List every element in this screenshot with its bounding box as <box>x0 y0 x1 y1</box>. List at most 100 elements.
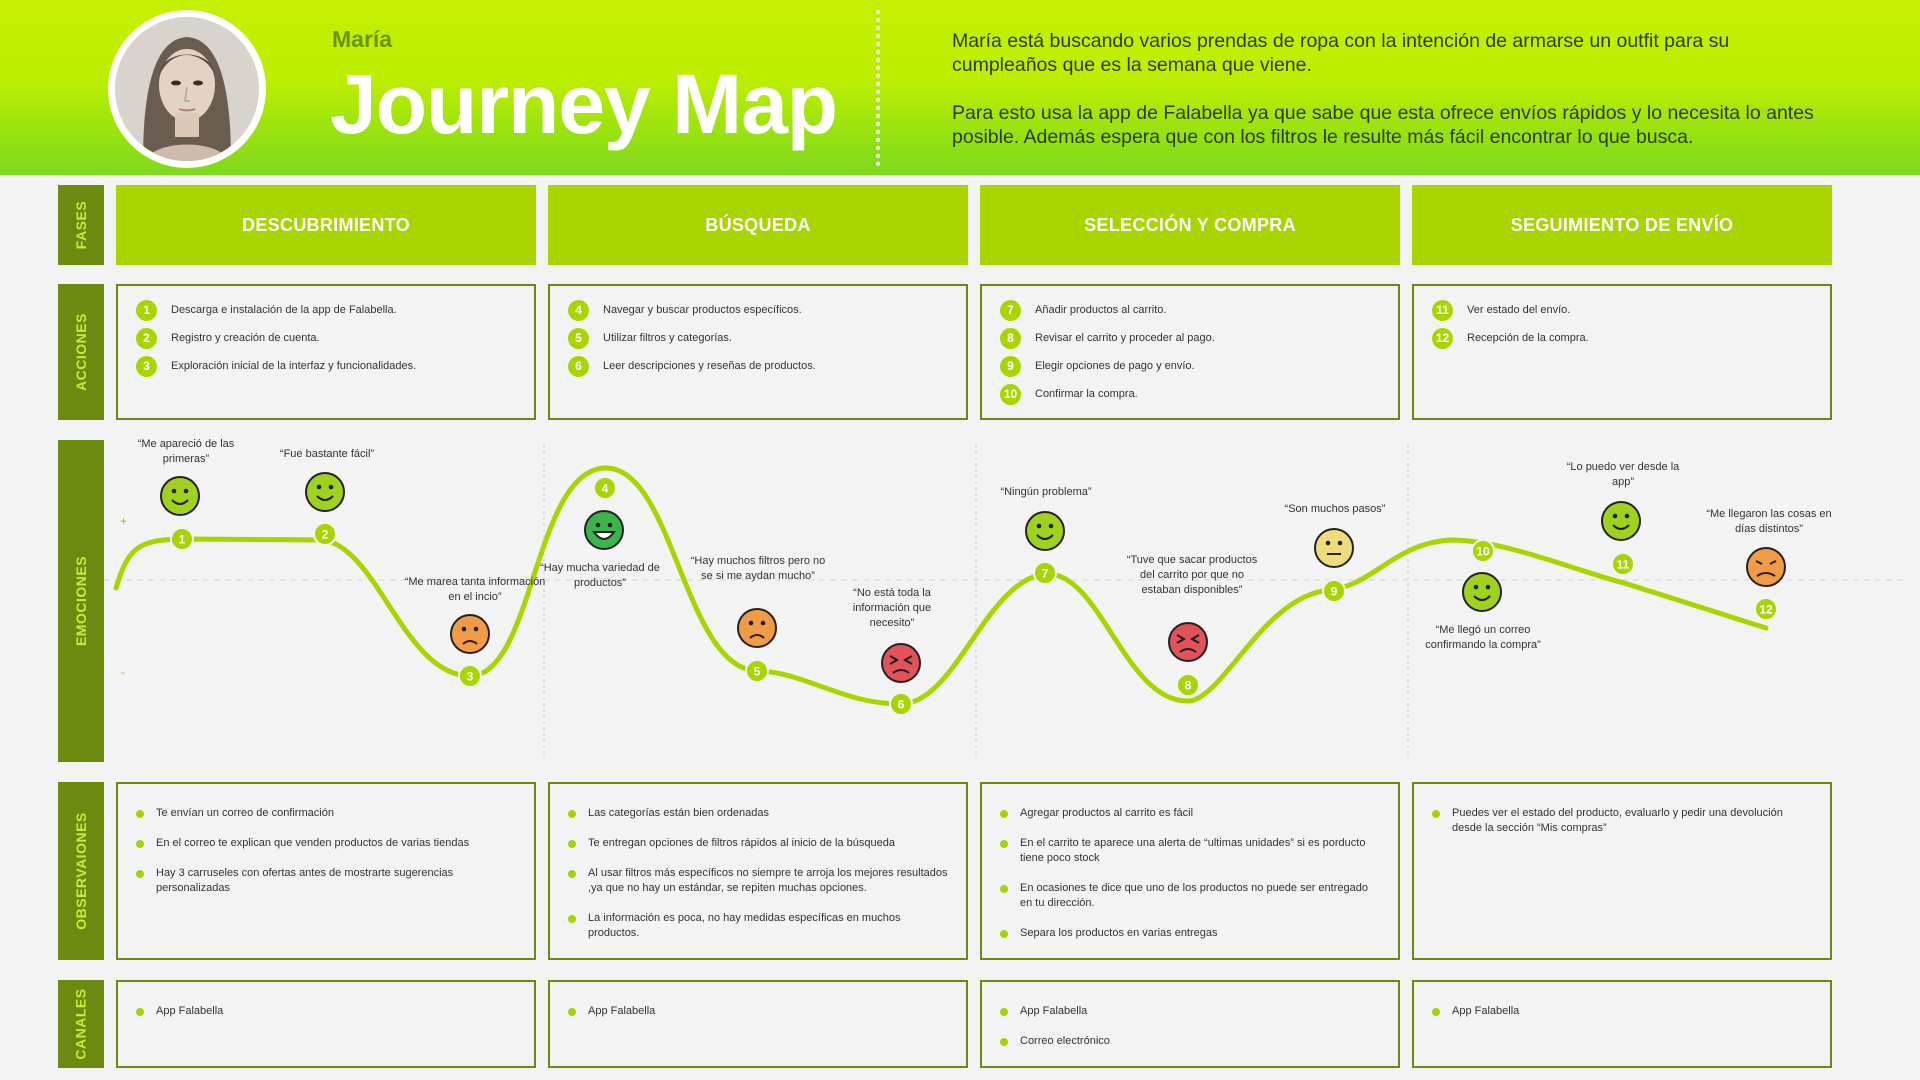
channels-box-seleccion-compra: App Falabella Correo electrónico <box>980 980 1400 1068</box>
emotion-face-icon <box>1025 511 1065 551</box>
emotion-step-number: 10 <box>1476 545 1490 559</box>
emotion-step-marker <box>313 522 337 546</box>
emotion-face-icon <box>737 608 777 648</box>
emotion-quote: “Me marea tanta información en el incio” <box>404 576 546 603</box>
row-label-fases: FASES <box>58 185 104 265</box>
emotion-face-icon <box>584 510 624 550</box>
emotion-face-icon <box>1462 572 1502 612</box>
observation-item: Las categorías están bien ordenadas <box>568 806 948 821</box>
phase-seleccion-compra: SELECCIÓN Y COMPRA <box>980 185 1400 265</box>
page-title: Journey Map <box>330 57 838 151</box>
observations-box-busqueda: Las categorías están bien ordenadas Te e… <box>548 782 968 960</box>
axis-plus-label: + <box>120 514 127 528</box>
emotion-face-icon <box>160 476 200 516</box>
emotion-quote: “Son muchos pasos” <box>1284 503 1386 515</box>
observation-item: Te entregan opciones de filtros rápidos … <box>568 836 948 851</box>
observation-item: Al usar filtros más específicos no siemp… <box>568 866 948 896</box>
channels-box-busqueda: App Falabella <box>548 980 968 1068</box>
emotion-step-number: 12 <box>1759 603 1773 617</box>
row-label-acciones: ACCIONES <box>58 284 104 420</box>
emotion-quote: “No está toda la información que necesit… <box>852 587 932 629</box>
emotion-quote: “Fue bastante fácil” <box>279 448 375 460</box>
emotion-step-number: 1 <box>179 533 186 547</box>
observation-item: En el carrito te aparece una alerta de “… <box>1000 836 1380 866</box>
observation-item: En ocasiones te dice que uno de los prod… <box>1000 881 1380 911</box>
channel-item: App Falabella <box>136 1004 516 1019</box>
row-label-emociones: EMOCIONES <box>58 440 104 762</box>
description-paragraph: Para esto usa la app de Falabella ya que… <box>952 102 1814 148</box>
observations-box-seleccion-compra: Agregar productos al carrito es fácil En… <box>980 782 1400 960</box>
channels-box-seguimiento-envio: App Falabella <box>1412 980 1832 1068</box>
emotion-quote: “Hay mucha variedad de productos” <box>540 562 660 589</box>
emotion-step-marker <box>1611 552 1635 576</box>
axis-minus-label: - <box>121 665 125 679</box>
header-divider <box>876 10 880 166</box>
emotion-step-number: 5 <box>754 665 761 679</box>
emotion-step-number: 9 <box>1331 585 1338 599</box>
emotion-quote: “Me llegaron las cosas en días distintos… <box>1706 508 1832 535</box>
emotion-step-marker <box>889 692 913 716</box>
phase-busqueda: BÚSQUEDA <box>548 185 968 265</box>
emotion-step-marker <box>1176 673 1200 697</box>
phase-descubrimiento: DESCUBRIMIENTO <box>116 185 536 265</box>
observation-item: La información es poca, no hay medidas e… <box>568 911 948 941</box>
emotion-step-number: 4 <box>602 482 609 496</box>
observation-item: Hay 3 carruseles con ofertas antes de mo… <box>136 866 516 896</box>
emotion-step-number: 2 <box>322 528 329 542</box>
emotion-step-number: 3 <box>467 670 474 684</box>
emotion-step-marker <box>1322 579 1346 603</box>
channels-box-descubrimiento: App Falabella <box>116 980 536 1068</box>
channel-item: App Falabella <box>568 1004 948 1019</box>
emotion-quote: “Lo puedo ver desde la app” <box>1566 461 1680 488</box>
channel-item: App Falabella <box>1000 1004 1380 1019</box>
observation-item: Separa los productos en varias entregas <box>1000 926 1380 941</box>
emotion-step-number: 7 <box>1042 567 1049 581</box>
emotion-quote: “Me llegó un correo confirmando la compr… <box>1425 624 1541 651</box>
observations-box-seguimiento-envio: Puedes ver el estado del producto, evalu… <box>1412 782 1832 960</box>
emotion-face-icon <box>1601 501 1641 541</box>
emotion-step-marker <box>745 659 769 683</box>
emotion-step-number: 8 <box>1185 679 1192 693</box>
row-label-observaciones: OBSERVAIONES <box>58 782 104 960</box>
persona-avatar <box>108 10 266 168</box>
emotion-step-marker <box>458 664 482 688</box>
persona-description: María está buscando varios prendas de ro… <box>952 29 1832 149</box>
emotion-face-icon <box>881 643 921 683</box>
emotion-quote: “Me apareció de las primeras” <box>137 438 235 465</box>
emotion-quote: “Ningún problema” <box>1000 486 1092 498</box>
emotion-quote: “Hay muchos filtros pero no se si me ayd… <box>690 555 826 582</box>
emotion-face-icon <box>450 614 490 654</box>
observation-item: Puedes ver el estado del producto, evalu… <box>1432 806 1812 836</box>
emotion-step-number: 11 <box>1617 558 1630 572</box>
persona-name: María <box>332 26 393 52</box>
observations-box-descubrimiento: Te envían un correo de confirmación En e… <box>116 782 536 960</box>
emotion-step-marker <box>170 527 194 551</box>
row-label-canales: CANALES <box>58 980 104 1068</box>
emotion-face-icon <box>1314 528 1354 568</box>
emotion-quote: “Tuve que sacar productos del carrito po… <box>1126 554 1258 596</box>
emotion-step-marker <box>593 476 617 500</box>
observation-item: Agregar productos al carrito es fácil <box>1000 806 1380 821</box>
emotion-step-marker <box>1471 539 1495 563</box>
emotion-face-icon <box>305 472 345 512</box>
emotion-face-icon <box>1746 547 1786 587</box>
observation-item: Te envían un correo de confirmación <box>136 806 516 821</box>
header: María Journey Map María está buscando va… <box>0 0 1920 175</box>
emotion-step-number: 6 <box>898 698 905 712</box>
